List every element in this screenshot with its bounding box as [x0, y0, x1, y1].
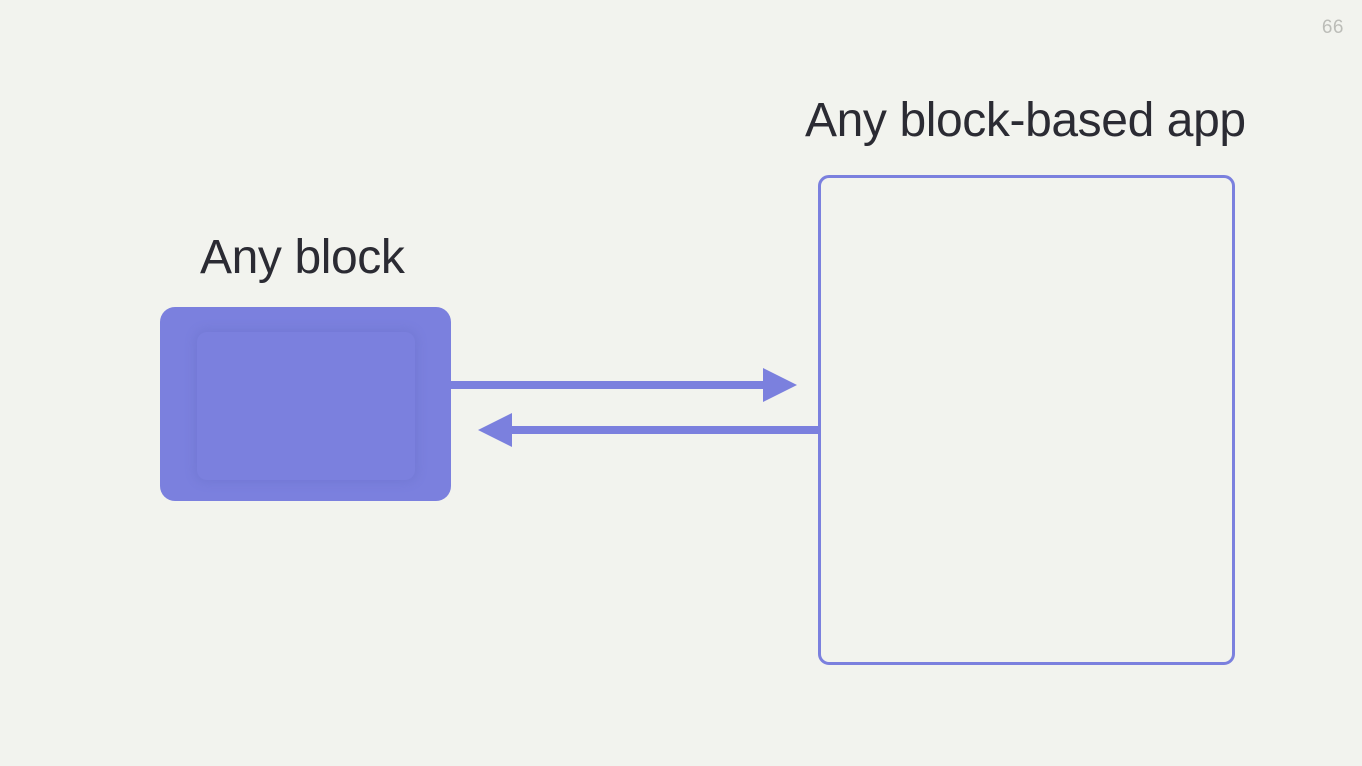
app-to-block-arrow: [478, 413, 820, 447]
block-to-app-arrow: [451, 368, 797, 402]
any-block-based-app-container: [818, 175, 1235, 665]
any-block-shape: [160, 307, 451, 501]
right-node-label: Any block-based app: [805, 94, 1246, 147]
any-block-inner-highlight: [197, 332, 415, 480]
left-node-label: Any block: [200, 231, 405, 284]
page-number: 66: [1321, 17, 1344, 38]
